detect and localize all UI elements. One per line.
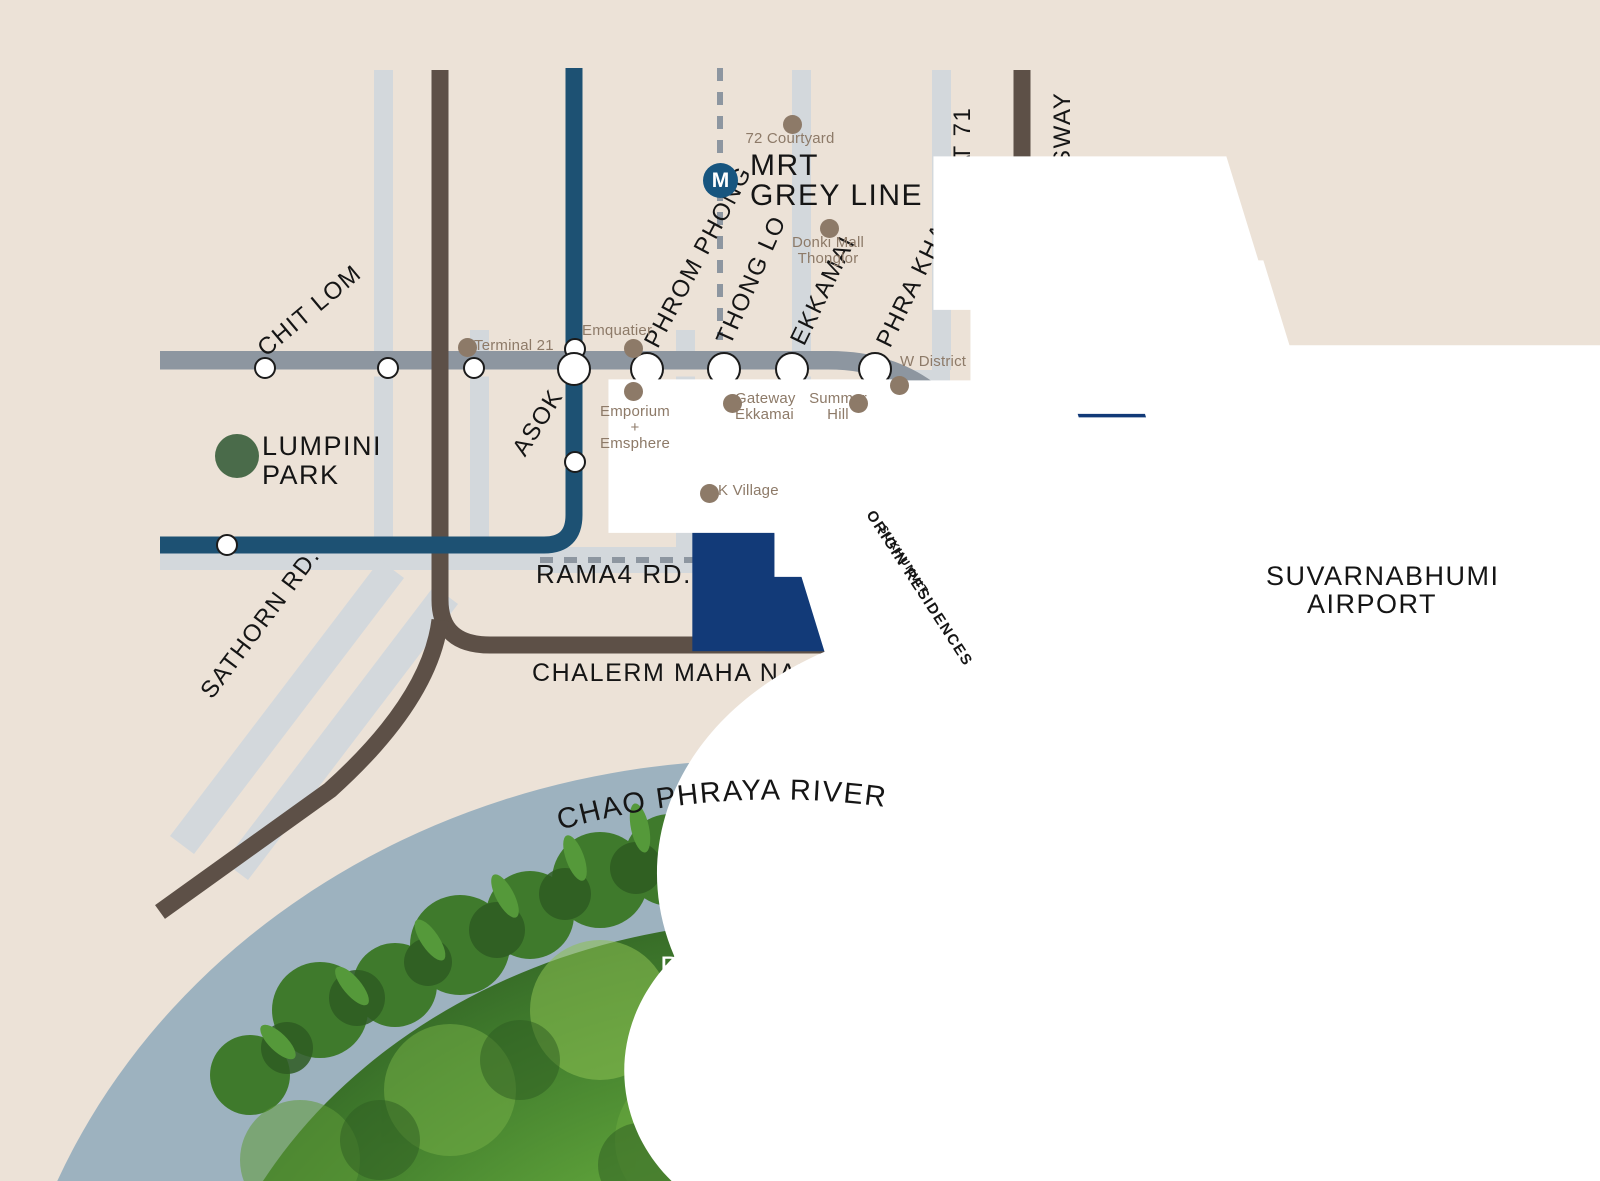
poi-label-donki-mall: Donki Mall Thonglor: [791, 234, 865, 267]
mrt-marker-letter: M: [711, 168, 730, 192]
poi-label-k-village: K Village: [718, 482, 779, 499]
lumpini-park-label-line1: LUMPINI: [262, 431, 383, 461]
shopping-cart-icon: [700, 484, 1600, 1181]
shopping-cart-icon: [890, 376, 1600, 1181]
lumpini-park-label-line2: PARK: [262, 460, 340, 490]
poi-label-terminal-21: Terminal 21: [474, 337, 554, 354]
road-label-rama4-rd: RAMA4 RD.: [536, 559, 692, 589]
cart-glyph: [1040, 417, 1600, 1181]
poi-label-gateway-ekkamai: Gateway Ekkamai: [735, 390, 796, 423]
shopping-cart-icon: [624, 339, 1600, 1148]
mrt-grey-line-marker-top[interactable]: M: [703, 163, 738, 198]
bts-station-dot[interactable]: [377, 357, 399, 379]
mrt-grey-line-title-line2: GREY LINE: [750, 179, 924, 212]
mrt-grey-line-title-line1: MRT: [750, 149, 819, 182]
mrt-blue-line: [160, 68, 583, 554]
poi-label-emquatier: Emquatier: [582, 322, 653, 339]
forest-label: BANGKRACHAO: [660, 951, 916, 984]
cart-glyph: [850, 525, 1600, 1181]
park-tree-icon: [215, 434, 1406, 1181]
airport-label-line1: SUVARNABHUMI: [1266, 561, 1500, 591]
tree-glyph: [624, 615, 1406, 1181]
mrt-station-dot[interactable]: [216, 534, 238, 556]
mrt-station-dot[interactable]: [564, 451, 586, 473]
airport-label-line2: AIRPORT: [1307, 589, 1438, 619]
bts-station-dot[interactable]: [463, 357, 485, 379]
poi-label-72-courtyard: 72 Courtyard: [745, 130, 835, 147]
bts-station-dot[interactable]: [254, 357, 276, 379]
poi-label-w-district: W District: [900, 353, 967, 370]
poi-label-summer-hill: Summer Hill: [809, 390, 867, 423]
shopping-cart-icon: [624, 382, 1600, 1181]
poi-label-emporium: Emporium + Emsphere: [600, 403, 670, 452]
